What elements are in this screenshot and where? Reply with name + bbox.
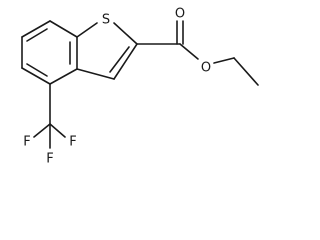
- bond-s-c2: [113, 22, 138, 45]
- bond-c4-c5-inner: [26, 63, 48, 77]
- atom-sulfur: S: [102, 13, 110, 28]
- atom-fluorine-2: F: [69, 135, 76, 150]
- bond-c7a-s: [76, 22, 98, 38]
- bond-ester-o-ch2: [213, 57, 235, 64]
- bond-c7-c7a: [49, 20, 78, 38]
- bond-c6-c7-inner: [26, 28, 48, 42]
- atom-carbonyl-oxygen: O: [175, 7, 185, 22]
- atom-fluorine-3: F: [46, 152, 53, 167]
- bond-c6-c7: [21, 20, 51, 38]
- bond-c2-c3: [113, 43, 138, 80]
- molecule-structure: S O O F F F: [21, 7, 259, 167]
- bond-c2-c3-inner: [109, 46, 130, 73]
- atom-ester-oxygen: O: [201, 61, 211, 76]
- bond-carbonyl-ester-o: [179, 43, 199, 60]
- bond-ch2-ch3: [233, 57, 259, 86]
- bond-c3-c3a: [76, 68, 115, 80]
- atom-fluorine-1: F: [23, 135, 30, 150]
- bond-cf3-f-top: [33, 123, 51, 138]
- bond-cf3-f-right: [49, 123, 66, 138]
- bond-c4-c5: [21, 67, 51, 85]
- bond-c3a-c4: [49, 68, 78, 85]
